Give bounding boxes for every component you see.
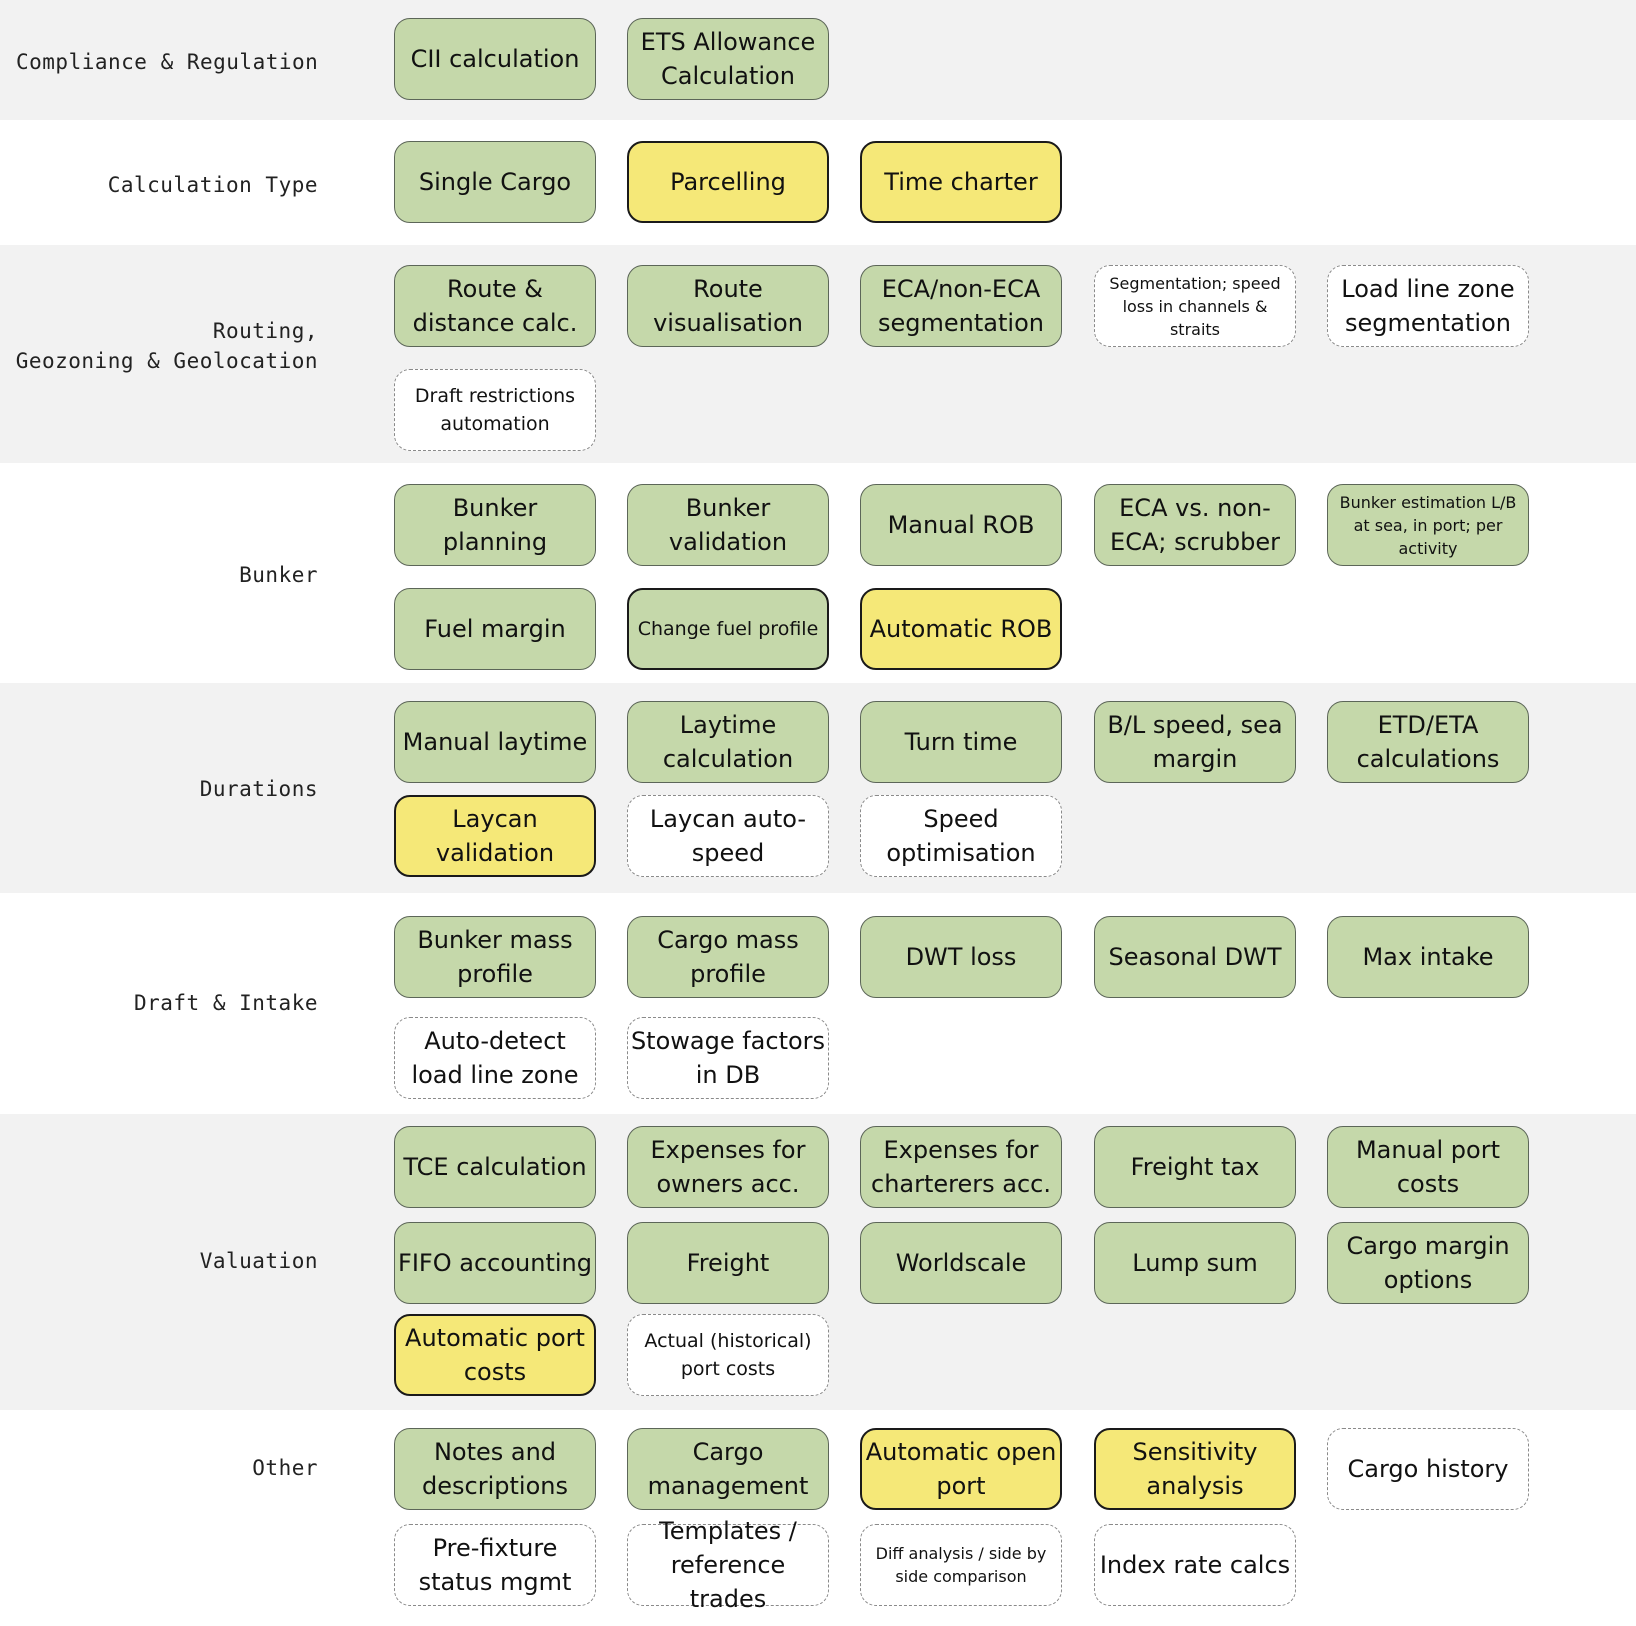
category-label-line: Compliance & Regulation: [16, 50, 319, 74]
feature-route-distance-calc: Route & distance calc.: [394, 265, 596, 347]
feature-cargo-history: Cargo history: [1327, 1428, 1529, 1510]
feature-eca-scrubber: ECA vs. non-ECA; scrubber: [1094, 484, 1296, 566]
feature-speed-optimisation: Speed optimisation: [860, 795, 1062, 877]
feature-load-line-zone-segmentation: Load line zone segmentation: [1327, 265, 1529, 347]
feature-laycan-auto-speed: Laycan auto-speed: [627, 795, 829, 877]
feature-automatic-port-costs: Automatic port costs: [394, 1314, 596, 1396]
category-label-line: Calculation Type: [107, 173, 318, 197]
feature-bunker-estimation: Bunker estimation L/B at sea, in port; p…: [1327, 484, 1529, 566]
feature-single-cargo: Single Cargo: [394, 141, 596, 223]
category-label-compliance: Compliance & Regulation: [16, 47, 346, 77]
feature-ets-allowance-calculation: ETS Allowance Calculation: [627, 18, 829, 100]
feature-lump-sum: Lump sum: [1094, 1222, 1296, 1304]
feature-segmentation-speed-loss: Segmentation; speed loss in channels & s…: [1094, 265, 1296, 347]
feature-expenses-charterers: Expenses for charterers acc.: [860, 1126, 1062, 1208]
feature-notes-descriptions: Notes and descriptions: [394, 1428, 596, 1510]
feature-turn-time: Turn time: [860, 701, 1062, 783]
feature-manual-rob: Manual ROB: [860, 484, 1062, 566]
feature-time-charter: Time charter: [860, 141, 1062, 223]
feature-worldscale: Worldscale: [860, 1222, 1062, 1304]
category-label-durations: Durations: [0, 774, 318, 804]
feature-cii-calculation: CII calculation: [394, 18, 596, 100]
feature-stowage-factors: Stowage factors in DB: [627, 1017, 829, 1099]
feature-laytime-calculation: Laytime calculation: [627, 701, 829, 783]
category-label-valuation: Valuation: [0, 1246, 318, 1276]
feature-actual-port-costs: Actual (historical) port costs: [627, 1314, 829, 1396]
feature-tce-calculation: TCE calculation: [394, 1126, 596, 1208]
feature-automatic-rob: Automatic ROB: [860, 588, 1062, 670]
category-label-line: Draft & Intake: [133, 991, 318, 1015]
feature-bunker-mass-profile: Bunker mass profile: [394, 916, 596, 998]
feature-fifo-accounting: FIFO accounting: [394, 1222, 596, 1304]
category-label-line: Routing,: [212, 319, 318, 343]
category-label-bunker: Bunker: [0, 560, 318, 590]
category-label-line: Geozoning & Geolocation: [15, 349, 318, 373]
feature-route-visualisation: Route visualisation: [627, 265, 829, 347]
category-label-line: Bunker: [239, 563, 318, 587]
feature-bl-speed-sea-margin: B/L speed, sea margin: [1094, 701, 1296, 783]
feature-freight-tax: Freight tax: [1094, 1126, 1296, 1208]
feature-manual-laytime: Manual laytime: [394, 701, 596, 783]
feature-bunker-validation: Bunker validation: [627, 484, 829, 566]
category-label-other: Other: [0, 1453, 318, 1483]
feature-max-intake: Max intake: [1327, 916, 1529, 998]
feature-sensitivity-analysis: Sensitivity analysis: [1094, 1428, 1296, 1510]
feature-freight: Freight: [627, 1222, 829, 1304]
feature-laycan-validation: Laycan validation: [394, 795, 596, 877]
category-label-line: Durations: [199, 777, 318, 801]
category-label-line: Valuation: [199, 1249, 318, 1273]
category-label-routing: Routing, Geozoning & Geolocation: [0, 316, 318, 376]
feature-fuel-margin: Fuel margin: [394, 588, 596, 670]
feature-parcelling: Parcelling: [627, 141, 829, 223]
feature-eca-segmentation: ECA/non-ECA segmentation: [860, 265, 1062, 347]
feature-dwt-loss: DWT loss: [860, 916, 1062, 998]
feature-automatic-open-port: Automatic open port: [860, 1428, 1062, 1510]
feature-cargo-mass-profile: Cargo mass profile: [627, 916, 829, 998]
feature-index-rate-calcs: Index rate calcs: [1094, 1524, 1296, 1606]
feature-templates-reference-trades: Templates / reference trades: [627, 1517, 829, 1613]
feature-cargo-margin-options: Cargo margin options: [1327, 1222, 1529, 1304]
feature-pre-fixture-status: Pre-fixture status mgmt: [394, 1524, 596, 1606]
feature-manual-port-costs: Manual port costs: [1327, 1126, 1529, 1208]
feature-expenses-owners: Expenses for owners acc.: [627, 1126, 829, 1208]
feature-cargo-management: Cargo management: [627, 1428, 829, 1510]
category-label-draft-intake: Draft & Intake: [0, 988, 318, 1018]
feature-diff-analysis: Diff analysis / side by side comparison: [860, 1524, 1062, 1606]
category-label-line: Other: [252, 1456, 318, 1480]
feature-change-fuel-profile: Change fuel profile: [627, 588, 829, 670]
category-label-calculation-type: Calculation Type: [0, 170, 318, 200]
feature-draft-restrictions-automation: Draft restrictions automation: [394, 369, 596, 451]
feature-etd-eta-calculations: ETD/ETA calculations: [1327, 701, 1529, 783]
feature-bunker-planning: Bunker planning: [394, 484, 596, 566]
feature-auto-detect-load-line-zone: Auto-detect load line zone: [394, 1017, 596, 1099]
feature-seasonal-dwt: Seasonal DWT: [1094, 916, 1296, 998]
